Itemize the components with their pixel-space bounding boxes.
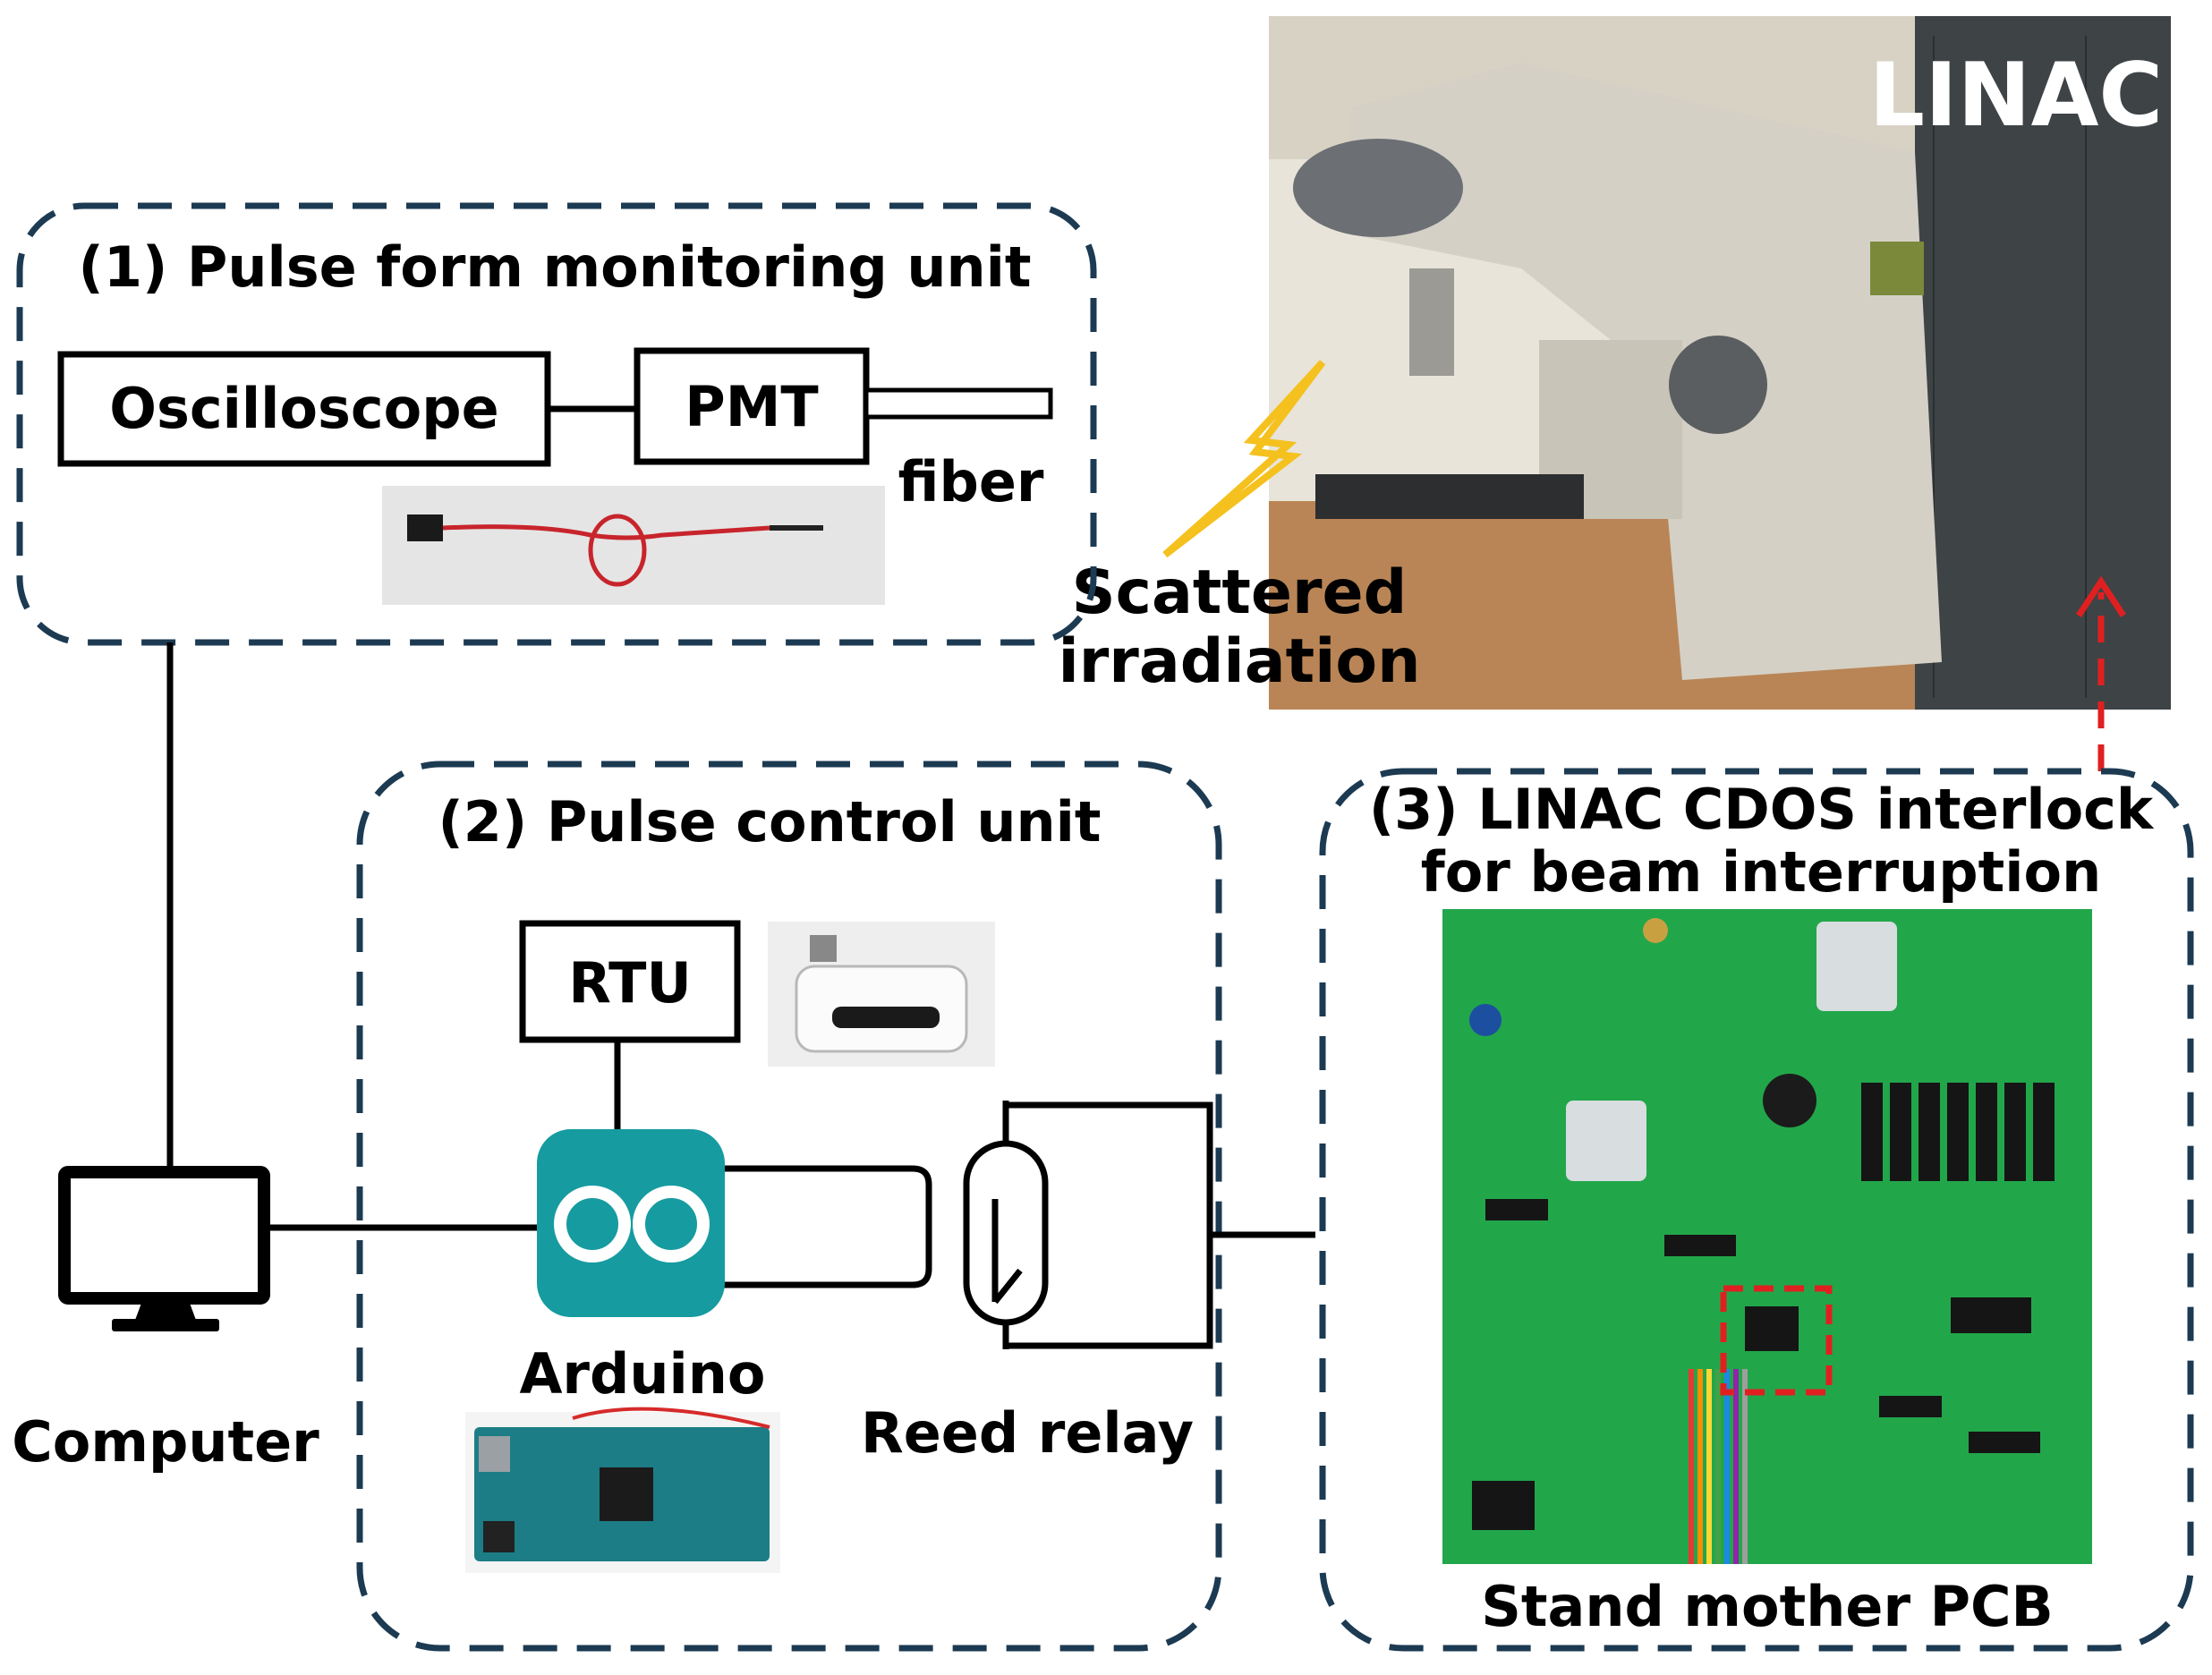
reed-relay-label: Reed relay bbox=[861, 1400, 1194, 1466]
scatter-label-line1: Scattered bbox=[1072, 557, 1408, 628]
unit1-container bbox=[16, 202, 1097, 646]
unit3-title-line2: for beam interruption bbox=[1421, 839, 2102, 905]
pcb-photo bbox=[1442, 909, 2092, 1564]
unit1-title: (1) Pulse form monitoring unit bbox=[78, 234, 1031, 300]
pcb-caption: Stand mother PCB bbox=[1481, 1574, 2054, 1639]
pmt-label: PMT bbox=[685, 374, 818, 439]
rtu-label: RTU bbox=[568, 950, 692, 1016]
linac-photo: LINAC bbox=[1269, 16, 2171, 710]
computer-icon bbox=[58, 1166, 270, 1331]
reed-relay-icon bbox=[963, 1101, 1049, 1349]
unit3-container bbox=[1319, 768, 2194, 1652]
arduino-logo-icon bbox=[537, 1129, 725, 1317]
pmt-box bbox=[634, 347, 870, 465]
arduino-photo bbox=[465, 1407, 780, 1573]
rtu-box bbox=[519, 920, 741, 1043]
arduino-label: Arduino bbox=[519, 1341, 765, 1407]
linac-label: LINAC bbox=[1869, 45, 2164, 147]
unit2-title: (2) Pulse control unit bbox=[438, 789, 1101, 855]
fiber-photo bbox=[382, 486, 885, 605]
rtu-photo bbox=[768, 922, 995, 1067]
unit3-title-line1: (3) LINAC CDOS interlock bbox=[1369, 777, 2155, 842]
fiber-label: fiber bbox=[898, 449, 1044, 514]
scatter-label-line2: irradiation bbox=[1058, 626, 1420, 697]
fiber-shape bbox=[864, 387, 1053, 420]
unit2-container bbox=[356, 761, 1222, 1652]
interlock-arrow bbox=[2076, 575, 2126, 771]
lightning-icon bbox=[1162, 360, 1326, 558]
oscilloscope-label: Oscilloscope bbox=[109, 376, 498, 441]
computer-label: Computer bbox=[12, 1409, 319, 1475]
